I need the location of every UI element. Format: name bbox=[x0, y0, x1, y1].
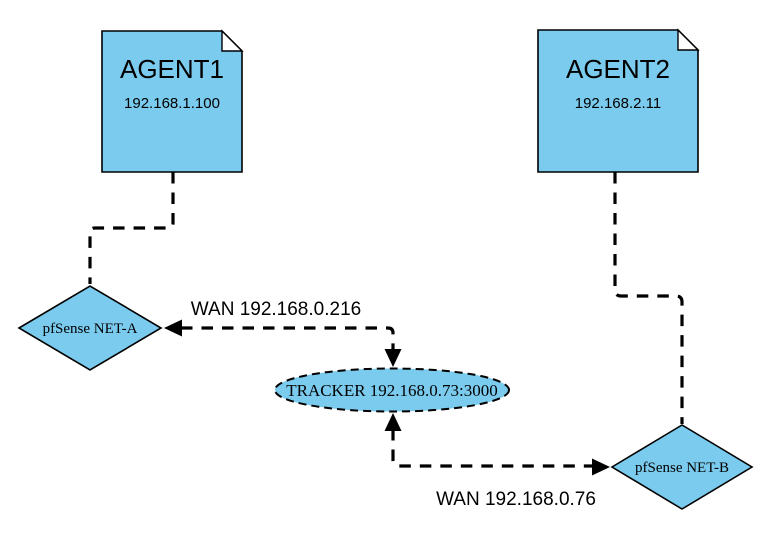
net-b-diamond-shape bbox=[610, 424, 754, 510]
agent2-note-fold-icon bbox=[677, 28, 700, 51]
wan-b-label: WAN 192.168.0.76 bbox=[436, 489, 596, 510]
net-b-label: pfSense NET-B bbox=[635, 460, 729, 476]
agent2-title: AGENT2 bbox=[566, 54, 670, 84]
node-agent1: AGENT1 192.168.1.100 bbox=[101, 29, 244, 173]
arrowhead-into-neta bbox=[164, 319, 182, 337]
edge-tracker-netb-line bbox=[391, 429, 593, 468]
node-agent2: AGENT2 192.168.2.11 bbox=[537, 28, 700, 173]
edge-agent1-to-neta bbox=[88, 172, 175, 284]
agent1-note-shape bbox=[101, 30, 243, 173]
edge-tracker-netb: WAN 192.168.0.76 bbox=[384, 413, 610, 510]
agent1-note-fold-icon bbox=[221, 29, 244, 52]
arrowhead-into-tracker-bottom bbox=[384, 413, 402, 431]
net-a-label: pfSense NET-A bbox=[43, 321, 138, 337]
edge-neta-tracker: WAN 192.168.0.216 bbox=[164, 299, 402, 367]
net-a-diamond-shape bbox=[17, 285, 163, 371]
node-pfsense-net-a: pfSense NET-A bbox=[17, 285, 163, 371]
arrowhead-into-netb bbox=[592, 458, 610, 476]
node-pfsense-net-b: pfSense NET-B bbox=[610, 424, 754, 510]
agent2-ip: 192.168.2.11 bbox=[575, 95, 661, 112]
wan-a-label: WAN 192.168.0.216 bbox=[191, 299, 361, 320]
arrowhead-into-tracker-top bbox=[384, 349, 402, 367]
agent1-ip: 192.168.1.100 bbox=[124, 95, 220, 112]
agent1-title: AGENT1 bbox=[120, 54, 224, 84]
edge-agent1-to-neta-line bbox=[88, 172, 175, 284]
node-tracker: TRACKER 192.168.0.73:3000 bbox=[274, 367, 510, 413]
tracker-ellipse-shape bbox=[274, 367, 510, 413]
edge-neta-tracker-line bbox=[181, 326, 395, 351]
agent2-note-shape bbox=[537, 29, 699, 173]
edge-agent2-to-netb-line bbox=[613, 172, 684, 424]
tracker-label: TRACKER 192.168.0.73:3000 bbox=[286, 381, 498, 400]
edge-agent2-to-netb bbox=[613, 172, 684, 424]
